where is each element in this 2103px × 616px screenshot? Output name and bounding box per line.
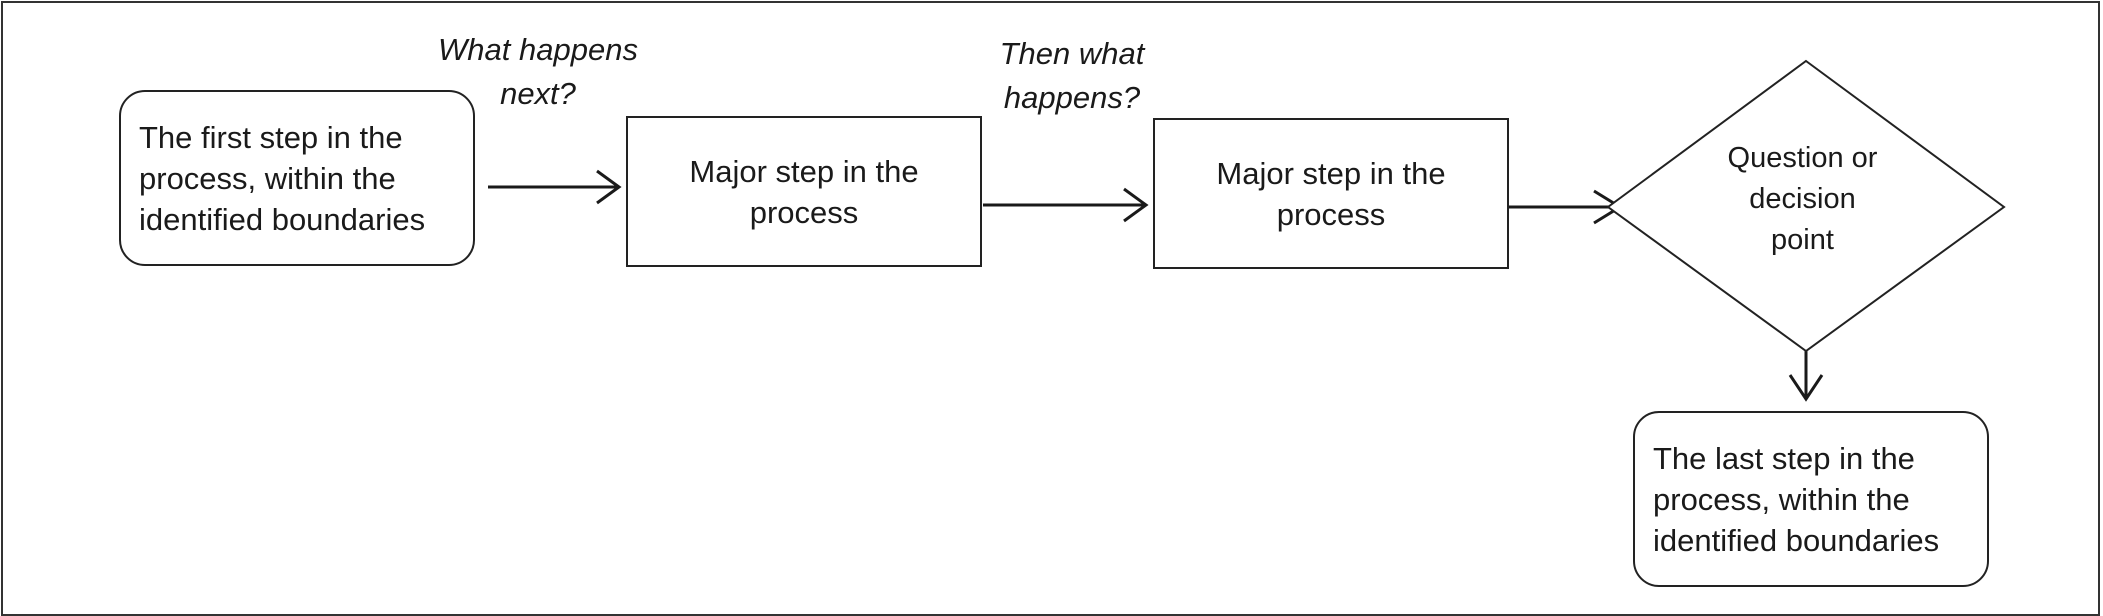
decision-label: Question or decision point <box>1727 142 1878 256</box>
major-step-2-label: Major step in the process <box>1216 155 1446 232</box>
arrow-decision-to-end <box>1788 351 1824 402</box>
major-step-1-label: Major step in the process <box>689 153 919 230</box>
major-step-1: Major step in the process <box>626 116 982 267</box>
arrow-step2-to-decision <box>1509 189 1623 225</box>
start-step: The first step in the process, within th… <box>119 90 475 266</box>
question-what-happens-next: What happens next? <box>438 32 638 111</box>
start-step-label: The first step in the process, within th… <box>139 119 426 237</box>
arrow-step1-to-step2 <box>983 187 1149 223</box>
major-step-2: Major step in the process <box>1153 118 1509 269</box>
end-step-label: The last step in the process, within the… <box>1653 440 1940 558</box>
decision-diamond <box>1606 59 2006 353</box>
question-then-what-happens: Then what happens? <box>999 36 1145 115</box>
end-step: The last step in the process, within the… <box>1633 411 1989 587</box>
arrow-start-to-step1 <box>488 169 622 205</box>
